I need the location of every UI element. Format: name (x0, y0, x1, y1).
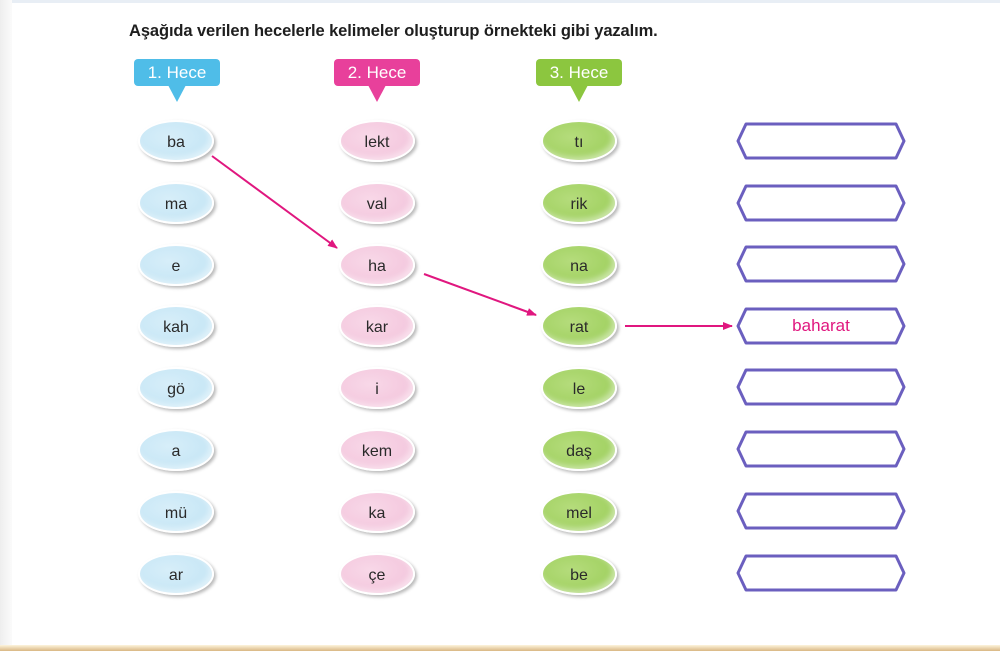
instruction-title: Aşağıda verilen hecelerle kelimeler oluş… (129, 22, 658, 40)
arrow-ha-to-rat (423, 273, 537, 316)
syllable-2-ka[interactable]: ka (339, 491, 415, 533)
answer-box-8[interactable] (736, 554, 906, 592)
syllable-1-kah[interactable]: kah (138, 305, 214, 347)
left-page-edge (0, 0, 12, 651)
hexagon-frame-icon (736, 492, 906, 530)
syllable-1-a[interactable]: a (138, 429, 214, 471)
syllable-2-val[interactable]: val (339, 182, 415, 224)
answer-box-1[interactable] (736, 122, 906, 160)
hexagon-frame-icon (736, 245, 906, 283)
syllable-2-ha[interactable]: ha (339, 244, 415, 286)
syllable-1-go[interactable]: gö (138, 367, 214, 409)
syllable-3-rik[interactable]: rik (541, 182, 617, 224)
column-header-2: 2. Hece (334, 59, 420, 102)
hexagon-frame-icon (736, 554, 906, 592)
bottom-page-edge (0, 645, 1000, 651)
answer-text: baharat (792, 316, 850, 335)
hexagon-frame-icon (736, 430, 906, 468)
syllable-2-lekt[interactable]: lekt (339, 120, 415, 162)
hexagon-frame-icon (736, 184, 906, 222)
syllable-3-ti[interactable]: tı (541, 120, 617, 162)
syllable-1-mu[interactable]: mü (138, 491, 214, 533)
syllable-1-ba[interactable]: ba (138, 120, 214, 162)
syllable-1-ma[interactable]: ma (138, 182, 214, 224)
column-header-1: 1. Hece (134, 59, 220, 102)
syllable-3-le[interactable]: le (541, 367, 617, 409)
top-edge (0, 0, 1000, 3)
syllable-1-e[interactable]: e (138, 244, 214, 286)
answer-box-3[interactable] (736, 245, 906, 283)
syllable-2-ce[interactable]: çe (339, 553, 415, 595)
answer-box-6[interactable] (736, 430, 906, 468)
answer-box-2[interactable] (736, 184, 906, 222)
syllable-2-i[interactable]: i (339, 367, 415, 409)
answer-box-7[interactable] (736, 492, 906, 530)
column-header-3: 3. Hece (536, 59, 622, 102)
arrow-ba-to-ha (211, 155, 338, 249)
syllable-2-kem[interactable]: kem (339, 429, 415, 471)
answer-box-5[interactable] (736, 368, 906, 406)
syllable-3-rat[interactable]: rat (541, 305, 617, 347)
syllable-1-ar[interactable]: ar (138, 553, 214, 595)
syllable-2-kar[interactable]: kar (339, 305, 415, 347)
hexagon-frame-icon (736, 368, 906, 406)
syllable-3-mel[interactable]: mel (541, 491, 617, 533)
hexagon-frame-icon (736, 122, 906, 160)
syllable-3-na[interactable]: na (541, 244, 617, 286)
syllable-3-be[interactable]: be (541, 553, 617, 595)
answer-box-4-example[interactable]: baharat (736, 307, 906, 345)
syllable-3-das[interactable]: daş (541, 429, 617, 471)
hexagon-frame-icon (736, 307, 906, 345)
